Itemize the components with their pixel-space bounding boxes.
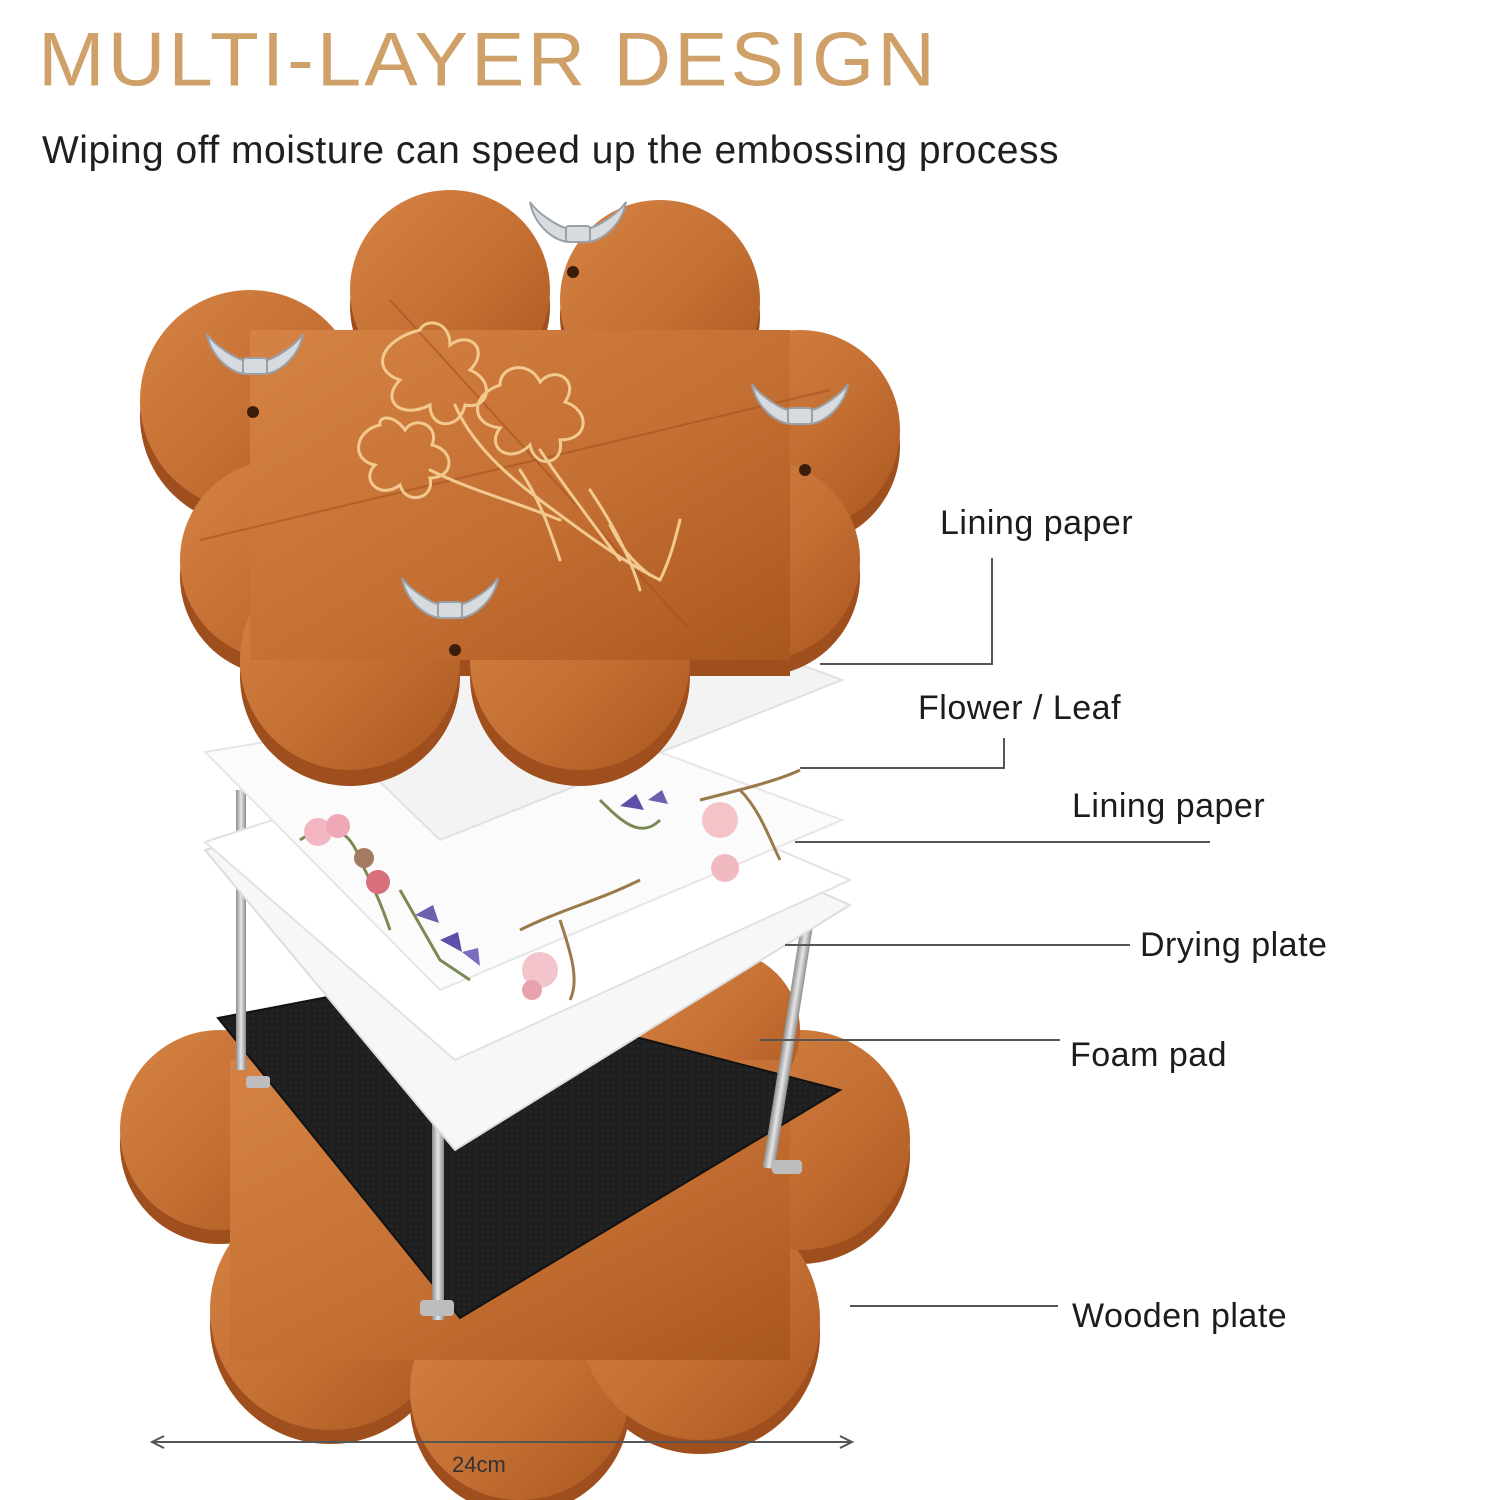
callout-drying-plate: Drying plate bbox=[1140, 926, 1328, 964]
pressed-flower-icon bbox=[299, 768, 801, 1001]
callout-lining-paper-top: Lining paper bbox=[940, 504, 1134, 542]
page-subtitle: Wiping off moisture can speed up the emb… bbox=[42, 129, 1059, 172]
callout-flower-leaf: Flower / Leaf bbox=[918, 689, 1122, 727]
width-dimension-label: 24cm bbox=[452, 1452, 506, 1477]
wooden-plate-top bbox=[140, 190, 900, 786]
flower-engraving-icon bbox=[357, 321, 682, 592]
page-title: MULTI-LAYER DESIGN bbox=[38, 16, 939, 102]
callout-wooden-plate: Wooden plate bbox=[1072, 1297, 1288, 1335]
callout-lining-paper-bottom: Lining paper bbox=[1072, 787, 1266, 825]
width-dimension-line bbox=[149, 1435, 855, 1449]
callout-leaders bbox=[760, 558, 1210, 1307]
wing-nut-icon bbox=[206, 201, 849, 619]
callout-foam-pad: Foam pad bbox=[1070, 1036, 1228, 1074]
